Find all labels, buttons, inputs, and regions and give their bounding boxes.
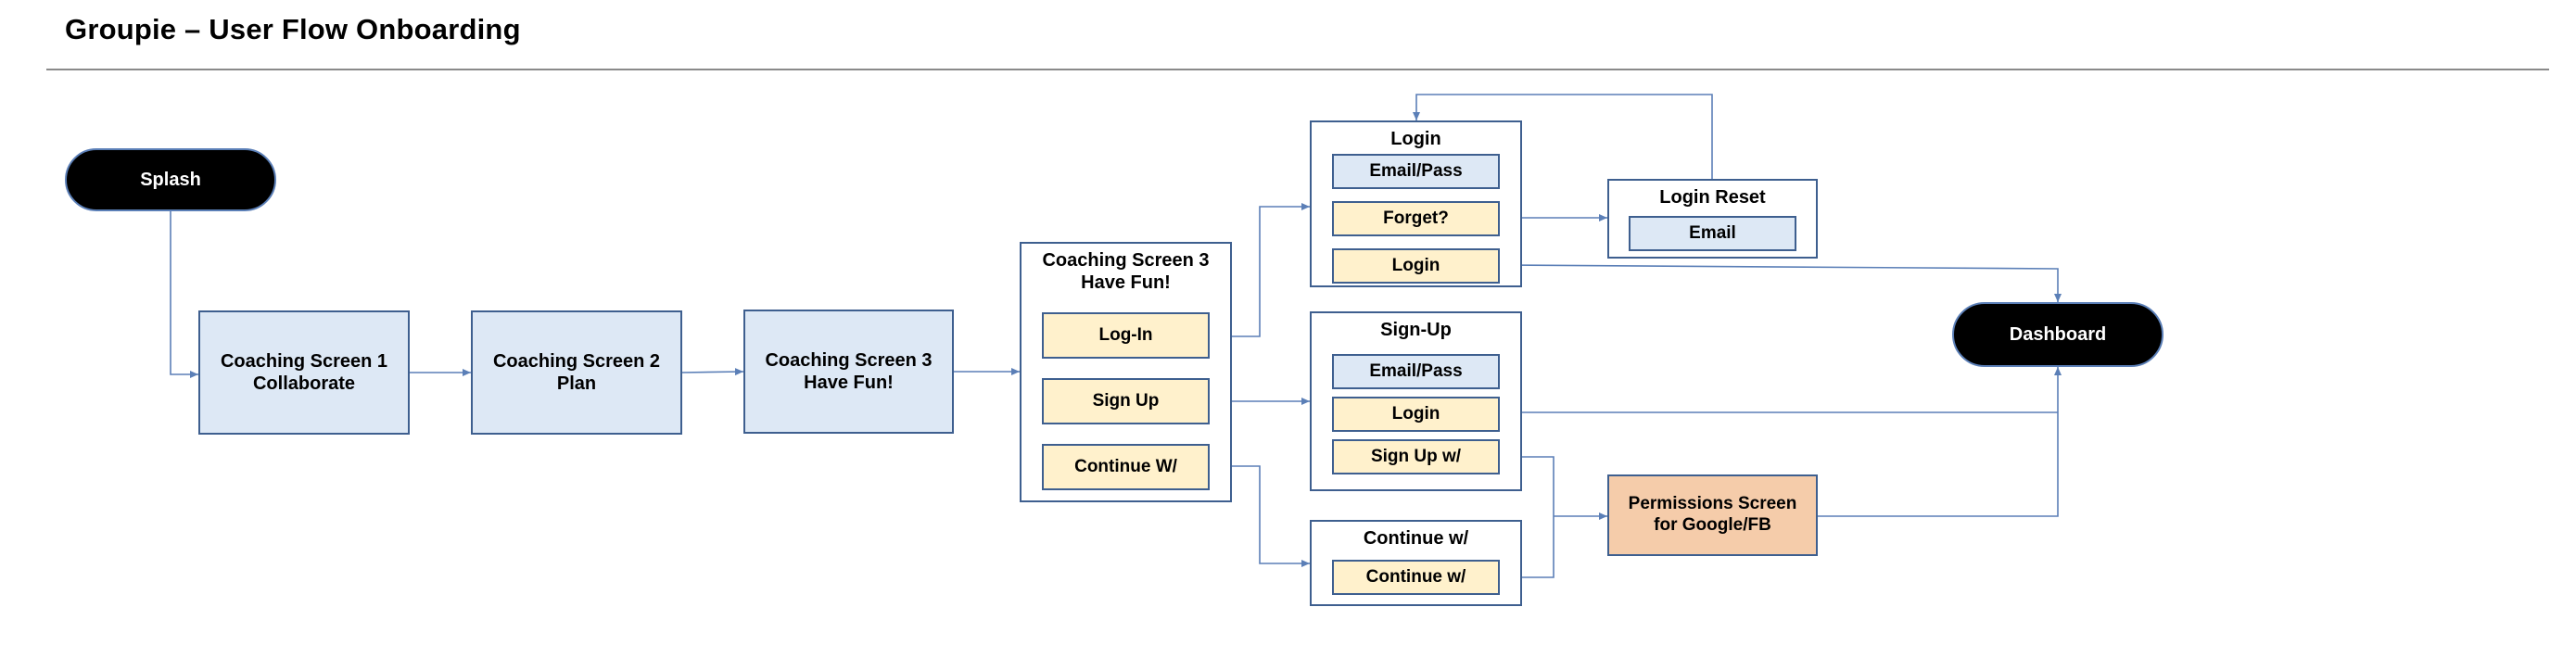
coaching-screen-3-menu-title: Coaching Screen 3 Have Fun! bbox=[1042, 250, 1210, 293]
arrow-permissions-to-dashboard bbox=[1818, 367, 2062, 517]
coaching-screen-1-node: Coaching Screen 1 Collaborate bbox=[198, 310, 410, 435]
continue-with-label: Continue w/ bbox=[1365, 566, 1466, 587]
login-email-pass-field: Email/Pass bbox=[1332, 154, 1500, 189]
arrow-login-to-login-screen bbox=[1210, 203, 1310, 337]
signup-email-pass-field: Email/Pass bbox=[1332, 354, 1500, 389]
login-forget-label: Forget? bbox=[1383, 208, 1449, 228]
signup-screen-title: Sign-Up bbox=[1380, 320, 1452, 340]
coaching-screen-3-label: Coaching Screen 3 Have Fun! bbox=[765, 350, 933, 393]
login-forget-option: Forget? bbox=[1332, 201, 1500, 236]
signup-login-option: Login bbox=[1332, 397, 1500, 432]
login-reset-title: Login Reset bbox=[1659, 187, 1766, 208]
menu-continue-option: Continue W/ bbox=[1042, 444, 1210, 490]
login-reset-email-label: Email bbox=[1689, 222, 1736, 243]
arrow-continue-to-continue-screen bbox=[1210, 465, 1310, 567]
login-login-label: Login bbox=[1391, 255, 1440, 275]
arrow-login-to-dashboard bbox=[1499, 264, 2062, 302]
login-email-pass-label: Email/Pass bbox=[1369, 160, 1463, 181]
dashboard-node: Dashboard bbox=[1952, 302, 2164, 367]
title-divider bbox=[46, 69, 2549, 70]
permissions-screen-label: Permissions Screen for Google/FB bbox=[1628, 494, 1797, 535]
diagram-title: Groupie – User Flow Onboarding bbox=[65, 13, 521, 45]
signup-with-label: Sign Up w/ bbox=[1370, 446, 1462, 466]
menu-signup-option: Sign Up bbox=[1042, 378, 1210, 424]
coaching-screen-1-label: Coaching Screen 1 Collaborate bbox=[220, 351, 388, 394]
arrow-login-reset-back-to-login bbox=[1413, 94, 1713, 179]
menu-login-option: Log-In bbox=[1042, 312, 1210, 359]
coaching-screen-2-label: Coaching Screen 2 Plan bbox=[492, 351, 661, 394]
login-screen-title: Login bbox=[1390, 129, 1441, 149]
login-reset-email-field: Email bbox=[1629, 216, 1796, 251]
coaching-screen-3-node: Coaching Screen 3 Have Fun! bbox=[743, 310, 954, 434]
permissions-screen-node: Permissions Screen for Google/FB bbox=[1607, 474, 1818, 556]
dashboard-label: Dashboard bbox=[2009, 324, 2107, 345]
continue-screen-title: Continue w/ bbox=[1363, 528, 1469, 549]
signup-email-pass-label: Email/Pass bbox=[1369, 360, 1463, 381]
menu-continue-label: Continue W/ bbox=[1074, 456, 1177, 476]
splash-node: Splash bbox=[65, 148, 276, 211]
continue-with-option: Continue w/ bbox=[1332, 560, 1500, 595]
arrow-splash-to-coaching1 bbox=[170, 211, 198, 378]
coaching-screen-2-node: Coaching Screen 2 Plan bbox=[471, 310, 682, 435]
menu-signup-label: Sign Up bbox=[1092, 390, 1160, 411]
arrow-coaching2-to-coaching3 bbox=[681, 368, 744, 376]
signup-with-option: Sign Up w/ bbox=[1332, 439, 1500, 474]
login-login-option: Login bbox=[1332, 248, 1500, 284]
menu-login-label: Log-In bbox=[1098, 324, 1153, 345]
splash-label: Splash bbox=[140, 170, 201, 190]
signup-login-label: Login bbox=[1391, 403, 1440, 424]
